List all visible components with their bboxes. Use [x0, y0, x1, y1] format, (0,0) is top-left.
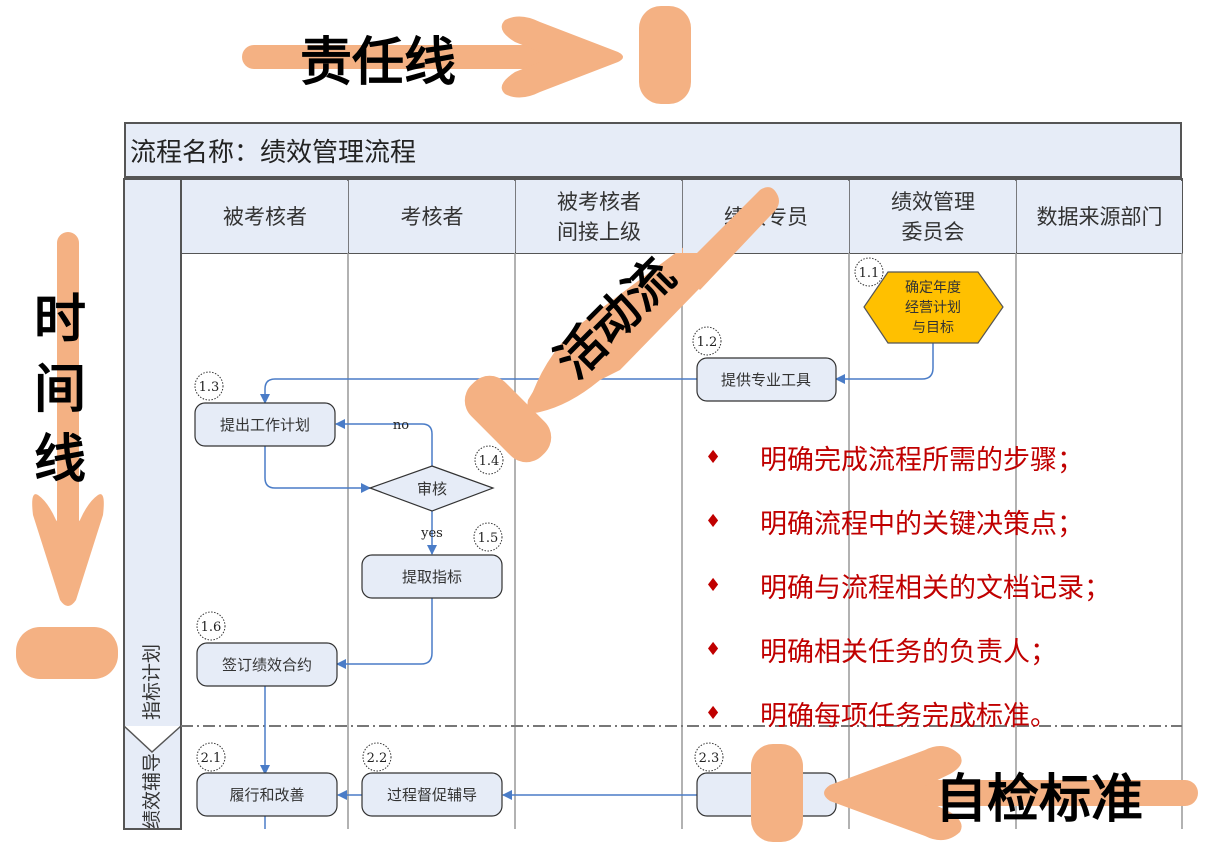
phase-chevron	[123, 725, 182, 754]
diamond-bullet-icon: ♦	[705, 574, 722, 596]
node-1-4-label: 审核	[417, 480, 447, 498]
edge-label-yes: yes	[420, 526, 443, 541]
node-1-5-shape	[361, 554, 503, 599]
node-1-5-label: 提取指标	[402, 568, 462, 586]
node-id-1-5: 1.5	[478, 531, 499, 546]
self-check-stop-bar	[751, 744, 803, 842]
time-stop-bar	[16, 627, 118, 679]
node-1-1-label-line3: 与目标	[912, 320, 954, 336]
node-2-2-shape	[361, 772, 503, 817]
node-id-1-2: 1.2	[697, 335, 718, 350]
node-id-2-2: 2.2	[367, 751, 388, 766]
bullet-item: ♦明确相关任务的负责人；	[705, 636, 1057, 668]
phase-column	[123, 178, 182, 830]
diamond-bullet-icon: ♦	[705, 446, 722, 468]
node-1-6-shape	[196, 642, 338, 687]
node-1-4-shape	[368, 465, 495, 512]
process-title: 流程名称：绩效管理流程	[130, 138, 417, 168]
time-line-label: 时间线	[34, 290, 87, 490]
node-id-2-1: 2.1	[201, 751, 222, 766]
lane-header-indirect-superior: 被考核者 间接上级	[516, 181, 682, 253]
node-id-1-4: 1.4	[479, 454, 500, 469]
node-2-1-shape	[196, 772, 338, 817]
bullet-item: ♦明确流程中的关键决策点；	[705, 508, 1084, 540]
node-id-1-6: 1.6	[201, 620, 222, 635]
node-1-2-shape	[696, 357, 837, 402]
node-1-1-label-line1: 确定年度	[905, 280, 961, 296]
bullet-item: ♦明确每项任务完成标准。	[705, 700, 1057, 732]
node-1-3-label: 提出工作计划	[220, 416, 310, 434]
edge-label-no: no	[393, 418, 409, 433]
diamond-bullet-icon: ♦	[705, 638, 722, 660]
activity-stop-bar	[464, 375, 552, 463]
node-2-2-label: 过程督促辅导	[387, 786, 477, 804]
node-id-1-3: 1.3	[199, 380, 220, 395]
lane-header-committee: 绩效管理 委员会	[850, 181, 1016, 253]
lane-header-assessor: 考核者	[349, 181, 515, 253]
process-title-bar	[124, 122, 1182, 178]
node-2-1-label: 履行和改善	[229, 786, 304, 804]
phase-label-plan: 指标计划	[141, 644, 163, 720]
node-1-3-shape	[194, 402, 336, 447]
lane-header-assessee: 被考核者	[182, 181, 348, 253]
diamond-bullet-icon: ♦	[705, 510, 722, 532]
node-id-1-1: 1.1	[859, 266, 880, 281]
node-1-1-shape	[863, 271, 1004, 344]
node-id-2-3: 2.3	[699, 751, 720, 766]
diamond-bullet-icon: ♦	[705, 702, 722, 724]
lane-header-performance-specialist: 绩效专员	[683, 181, 849, 253]
node-1-1-label-line2: 经营计划	[905, 300, 961, 316]
responsibility-stop-bar	[639, 6, 691, 104]
phase-label-coach: 绩效辅导	[141, 753, 163, 829]
bullet-list: ♦明确完成流程所需的步骤； ♦明确流程中的关键决策点； ♦明确与流程相关的文档记…	[705, 425, 1111, 745]
node-1-6-label: 签订绩效合约	[222, 656, 312, 674]
self-check-label: 自检标准	[935, 770, 1144, 830]
node-1-2-label: 提供专业工具	[721, 371, 811, 389]
bullet-item: ♦明确与流程相关的文档记录；	[705, 572, 1111, 604]
lane-header-data-source: 数据来源部门	[1017, 181, 1182, 253]
responsibility-line-label: 责任线	[300, 33, 457, 93]
bullet-item: ♦明确完成流程所需的步骤；	[705, 444, 1084, 476]
